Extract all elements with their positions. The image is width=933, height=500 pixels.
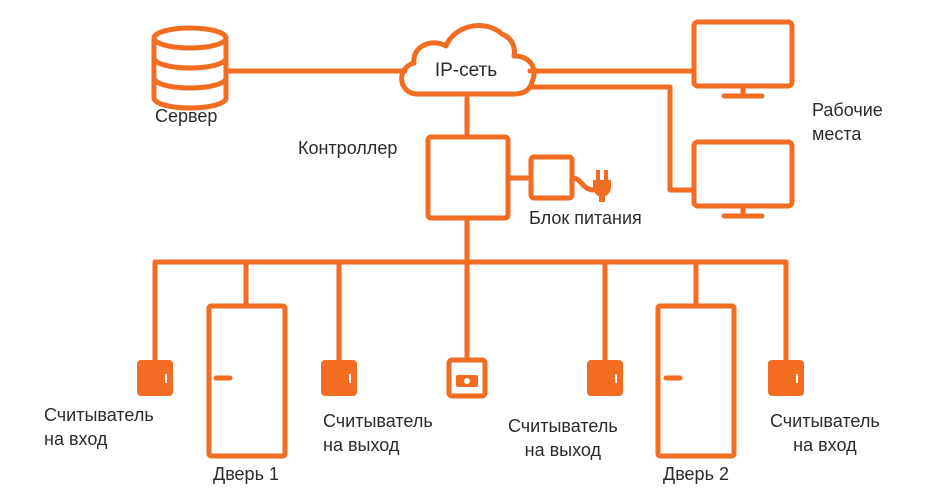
workstations-label-line1: Рабочие — [812, 100, 883, 120]
door-1-label: Дверь 1 — [213, 464, 279, 484]
door-2-label: Дверь 2 — [663, 464, 729, 484]
power-plug-icon — [593, 170, 611, 202]
reader-in-left-label: Считыватель на вход — [44, 403, 154, 451]
exit-button-dot — [464, 378, 470, 384]
database-icon — [151, 25, 229, 111]
power-supply-box — [528, 154, 575, 201]
device-bus — [152, 259, 789, 363]
reader-out-right-icon — [587, 360, 623, 396]
door-2-icon — [655, 303, 737, 459]
reader-out-left-icon — [321, 360, 357, 396]
reader-indicators — [165, 374, 798, 383]
door-1-icon — [206, 303, 288, 459]
exit-button-icon — [446, 357, 488, 399]
monitor-icon — [691, 139, 795, 219]
monitor-icon — [691, 19, 795, 99]
reader-out-right-line2: на выход — [524, 440, 602, 460]
reader-in-right-line2: на вход — [793, 435, 857, 455]
reader-in-left-line2: на вход — [44, 429, 108, 449]
reader-out-left-line1: Считыватель — [323, 411, 433, 431]
cloud-label: IP-сеть — [435, 60, 497, 81]
controller-label: Контроллер — [298, 138, 398, 158]
cloud-icon — [399, 23, 537, 97]
reader-out-right-label: Считыватель на выход — [508, 414, 618, 462]
workstations-label-line2: места — [812, 124, 862, 144]
reader-out-left-line2: на выход — [323, 435, 400, 455]
controller-box — [425, 134, 511, 221]
reader-in-left-icon — [137, 360, 173, 396]
reader-in-left-line1: Считыватель — [44, 405, 154, 425]
power-supply-label: Блок питания — [529, 208, 642, 228]
reader-out-left-label: Считыватель на выход — [323, 409, 433, 457]
server-label: Сервер — [155, 106, 218, 126]
reader-out-right-line1: Считыватель — [508, 416, 618, 436]
network-lines — [225, 68, 697, 265]
workstations-label: Рабочие места — [812, 98, 883, 146]
reader-in-right-line1: Считыватель — [770, 411, 880, 431]
reader-in-right-icon — [768, 360, 804, 396]
reader-in-right-label: Считыватель на вход — [770, 409, 880, 457]
